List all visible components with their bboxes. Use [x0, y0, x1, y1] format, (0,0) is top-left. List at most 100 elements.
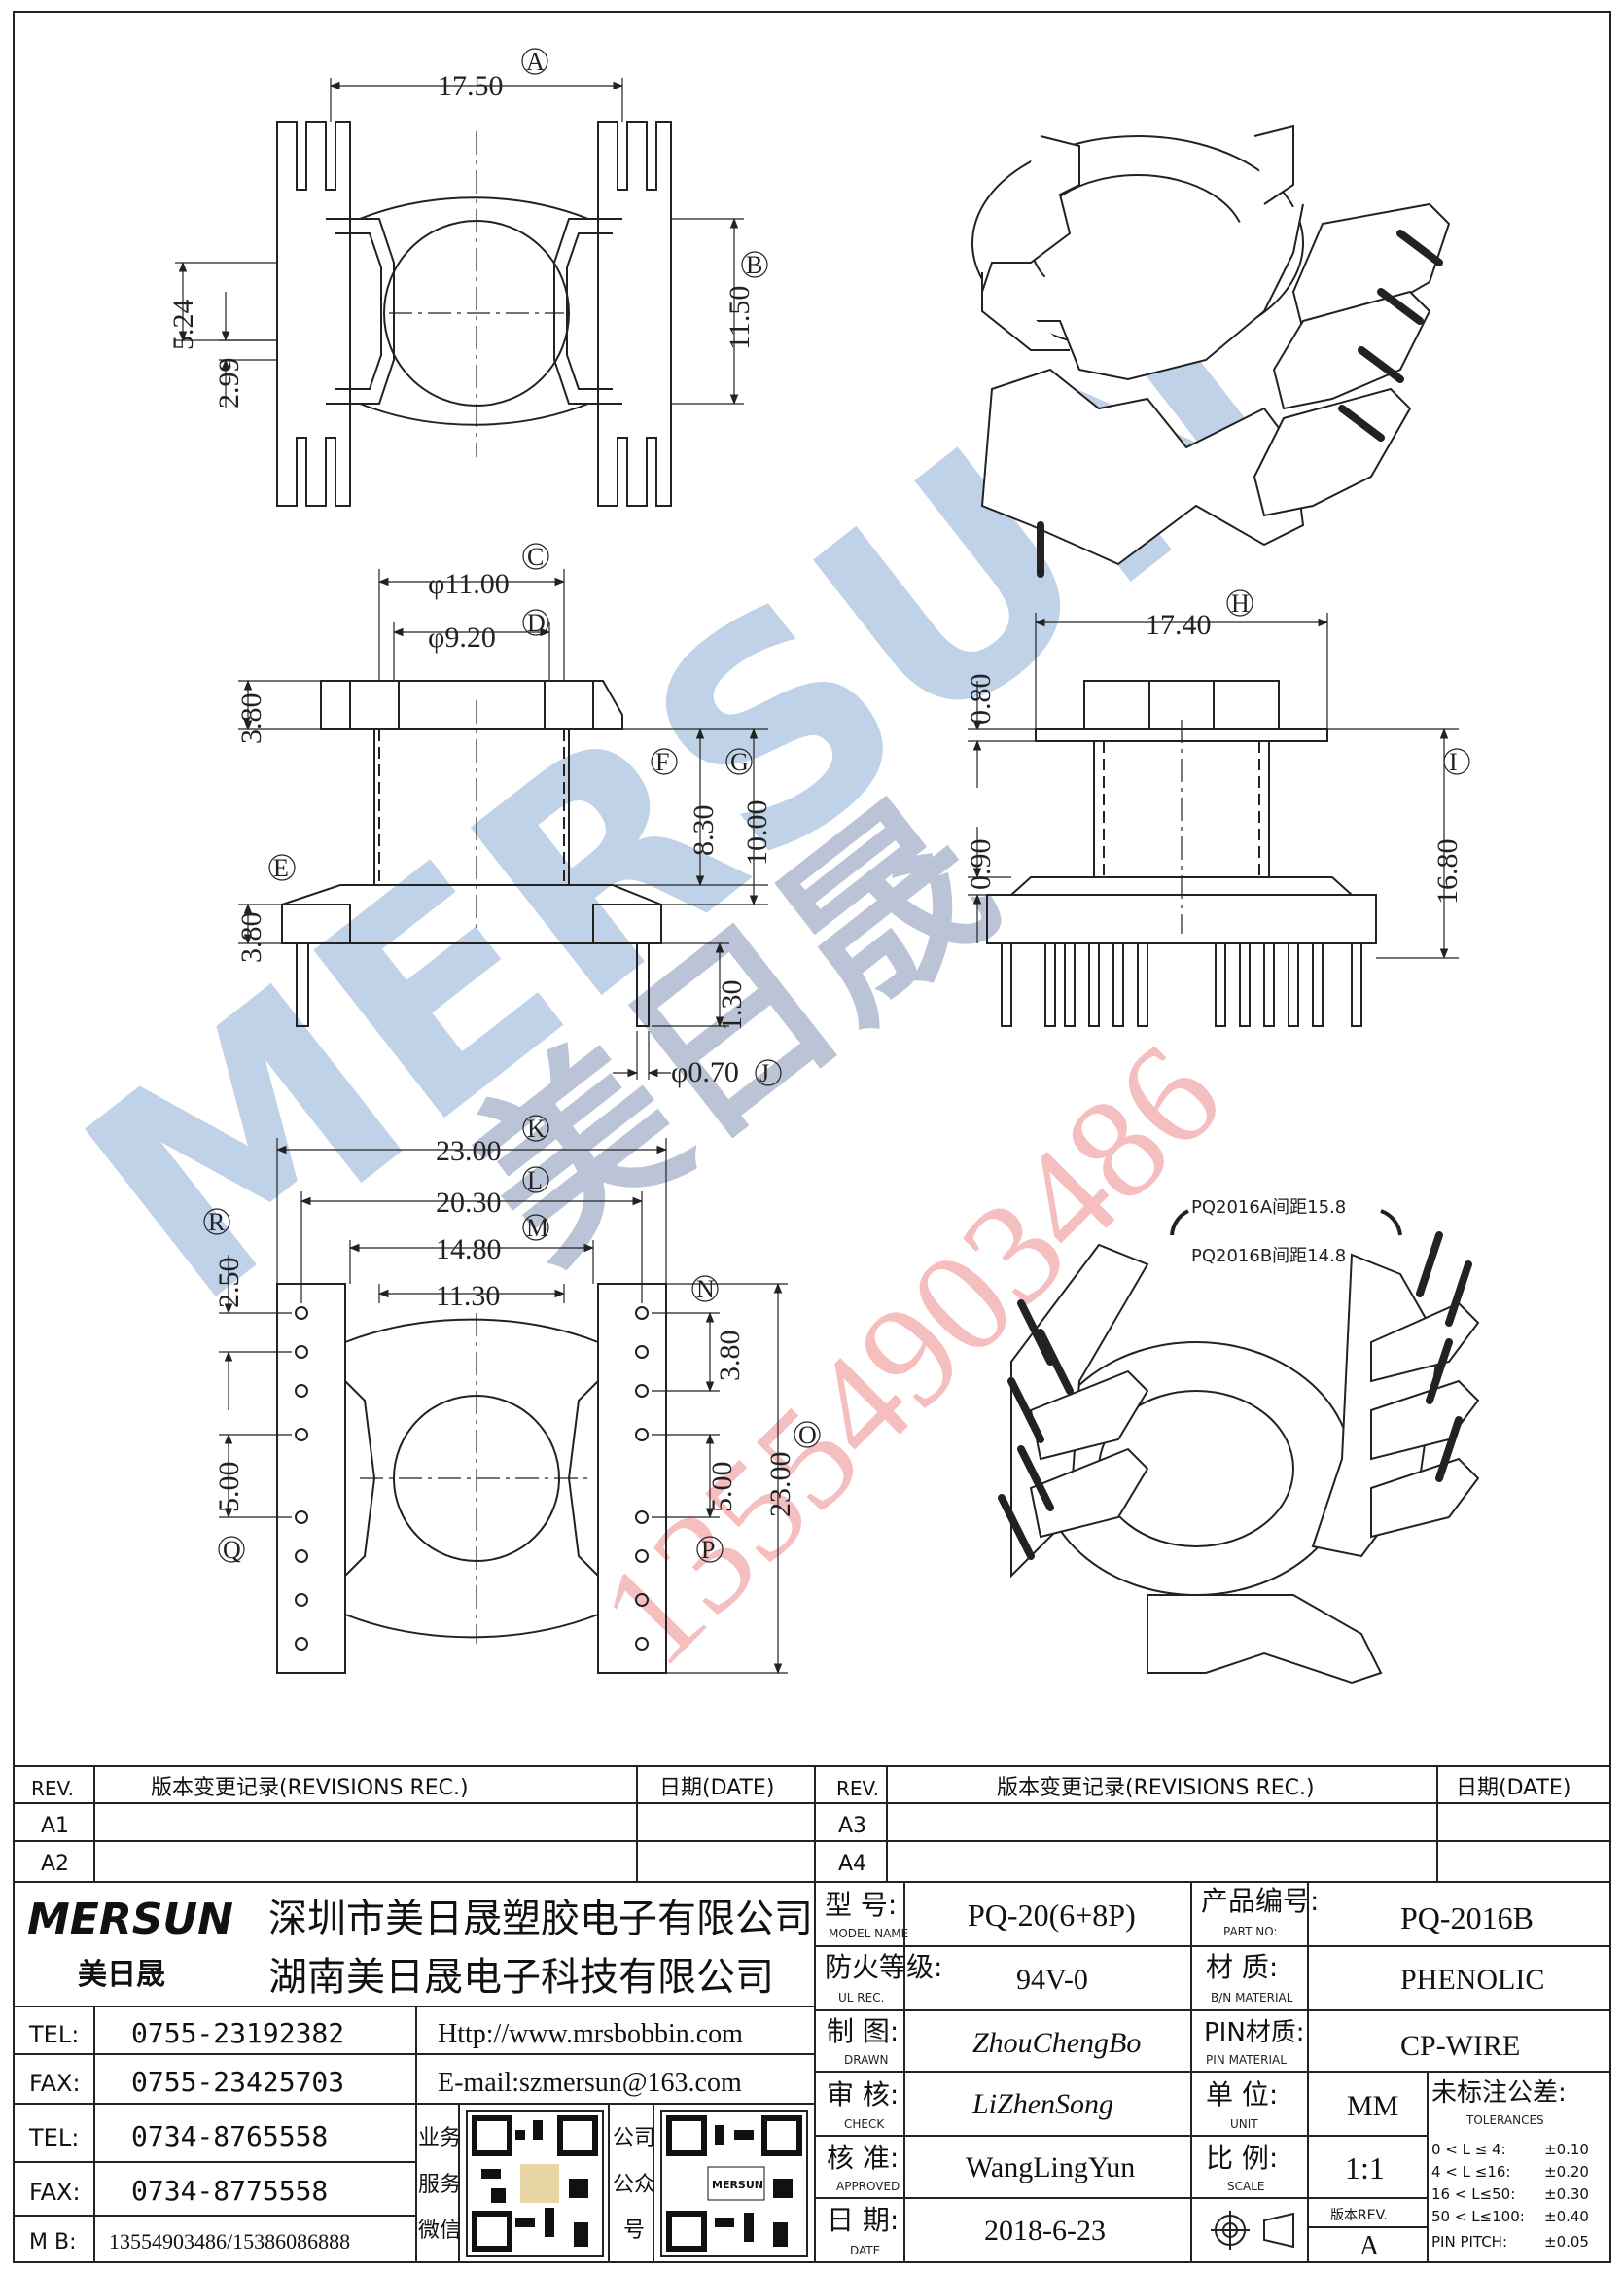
iso-view-top-pins [1037, 230, 1443, 578]
field-ul-label: 防火等级: [825, 1951, 942, 1983]
tag-e: E [273, 854, 289, 882]
field-model-label: 型 号: [825, 1889, 897, 1921]
dim-flange-bottom: 3.80 [235, 912, 267, 964]
field-pinmat-value: CP-WIRE [1400, 2030, 1520, 2062]
website-link[interactable]: Http://www.mrsbobbin.com [438, 2019, 743, 2049]
bottom-view-pinholes [295, 1306, 649, 1651]
website-text: Http://www.mrsbobbin.com [438, 2019, 743, 2049]
field-approved-sub: APPROVED [836, 2180, 900, 2193]
tag-c: C [527, 543, 544, 571]
front-view-dims [238, 543, 782, 1086]
dim-top-gap2: 2.99 [213, 358, 245, 409]
projection-symbol-icon [1211, 2211, 1294, 2250]
field-drawn-label: 制 图: [827, 2015, 899, 2047]
date-header-left: 日期(DATE) [659, 1776, 774, 1800]
tag-k: K [527, 1115, 546, 1143]
dim-pin-len: 1.30 [716, 980, 748, 1032]
company-name-shenzhen: 深圳市美日晟塑胶电子有限公司 [268, 1897, 813, 1941]
wechat-qr-code[interactable] [466, 2110, 604, 2257]
field-unit-sub: UNIT [1230, 2117, 1258, 2131]
field-approved-label: 核 准: [827, 2142, 899, 2174]
dim-total: 10.00 [741, 800, 773, 867]
dim-bottom-w2: 20.30 [436, 1187, 502, 1219]
qr2-label-2: 号 [623, 2219, 645, 2243]
field-ver-value: A [1359, 2231, 1380, 2261]
tol-range-3: 50 < L≤100: [1431, 2208, 1525, 2225]
dim-bottom-slot-r: 5.00 [706, 1462, 738, 1513]
dim-bottom-w4: 11.30 [436, 1280, 500, 1312]
rev-a3: A3 [838, 1814, 866, 1838]
tag-m: M [526, 1214, 548, 1242]
field-ul-sub: UL REC. [838, 1991, 884, 2005]
tol-value-0: ±0.10 [1544, 2141, 1589, 2158]
contact-value-4: 13554903486/15386086888 [109, 2229, 350, 2254]
tag-p: P [701, 1536, 715, 1564]
tag-f: F [655, 748, 669, 776]
field-date-label: 日 期: [827, 2204, 899, 2236]
tag-d: D [527, 609, 546, 637]
title-block-lines [13, 1765, 1611, 2263]
email-link[interactable]: E-mail:szmersun@163.com [438, 2068, 742, 2098]
top-view-dims [175, 48, 768, 408]
field-ul-value: 94V-0 [1016, 1964, 1088, 1996]
dim-bottom-gap: 3.80 [714, 1331, 746, 1382]
field-tol-sub: TOLERANCES [1465, 2113, 1544, 2127]
field-tol-label: 未标注公差: [1431, 2078, 1567, 2108]
field-mat-value: PHENOLIC [1400, 1964, 1544, 1996]
field-mat-label: 材 质: [1206, 1951, 1278, 1983]
qr1-label-0: 业务 [418, 2126, 461, 2150]
qr1-label-1: 服务 [418, 2173, 461, 2197]
dim-dia-inner: φ9.20 [428, 621, 496, 654]
field-scale-sub: SCALE [1227, 2180, 1264, 2193]
contact-label-1: FAX: [29, 2070, 81, 2097]
field-date-value: 2018-6-23 [984, 2215, 1106, 2247]
field-part-sub: PART NO: [1223, 1925, 1278, 1938]
official-account-qr-code[interactable]: MERSUN [660, 2110, 808, 2257]
field-approved-value: WangLingYun [966, 2151, 1135, 2183]
contact-label-0: TEL: [28, 2021, 79, 2048]
dim-side-base: 0.90 [965, 839, 997, 891]
field-check-value: LiZhenSong [971, 2088, 1113, 2120]
spacing-note-b: PQ2016B间距14.8 [1191, 1246, 1346, 1266]
contact-value-0: 0755-23192382 [131, 2017, 344, 2049]
tol-value-2: ±0.30 [1544, 2185, 1589, 2203]
tol-value-4: ±0.05 [1544, 2233, 1589, 2251]
tol-value-3: ±0.40 [1544, 2208, 1589, 2225]
field-date-sub: DATE [850, 2244, 880, 2257]
field-model-sub: MODEL NAME [829, 1927, 908, 1940]
tag-n: N [696, 1275, 715, 1303]
tag-l: L [527, 1166, 543, 1194]
field-pinmat-sub: PIN MATERIAL [1206, 2053, 1287, 2067]
bottom-view [276, 1283, 667, 1674]
dim-bottom-pitch: 2.50 [213, 1258, 245, 1309]
company-name-hunan: 湖南美日晟电子科技有限公司 [268, 1955, 774, 2000]
qr2-label-0: 公司 [613, 2126, 655, 2150]
tag-o: O [798, 1421, 817, 1449]
field-scale-label: 比 例: [1206, 2142, 1278, 2174]
tol-range-2: 16 < L≤50: [1431, 2185, 1515, 2203]
side-view-dims [968, 589, 1470, 960]
field-drawn-sub: DRAWN [844, 2053, 889, 2067]
rev-rec-header-left: 版本变更记录(REVISIONS REC.) [151, 1776, 469, 1800]
tag-i: I [1449, 748, 1458, 776]
field-pinmat-label: PIN材质: [1204, 2018, 1305, 2047]
field-scale-value: 1:1 [1345, 2150, 1385, 2185]
field-ver-label: 版本REV. [1330, 2208, 1388, 2223]
iso-view-top [971, 124, 1451, 566]
field-part-label: 产品编号: [1201, 1885, 1319, 1917]
dim-side-width: 17.40 [1146, 609, 1212, 641]
contact-label-4: M B: [29, 2230, 76, 2254]
tag-a: A [526, 48, 545, 76]
tag-q: Q [223, 1536, 241, 1564]
field-model-value: PQ-20(6+8P) [968, 1898, 1136, 1933]
contact-value-3: 0734-8775558 [131, 2175, 328, 2207]
dim-dia-outer: φ11.00 [428, 568, 510, 600]
qr2-label-1: 公众 [613, 2173, 655, 2197]
rev-a4: A4 [838, 1852, 866, 1876]
email-text: E-mail:szmersun@163.com [438, 2068, 742, 2098]
field-unit-value: MM [1347, 2090, 1398, 2122]
dim-top-height: 11.50 [724, 286, 756, 350]
field-unit-label: 单 位: [1206, 2078, 1278, 2111]
dim-window: 8.30 [688, 805, 720, 857]
company-logo: MERSUN [27, 1895, 233, 1944]
